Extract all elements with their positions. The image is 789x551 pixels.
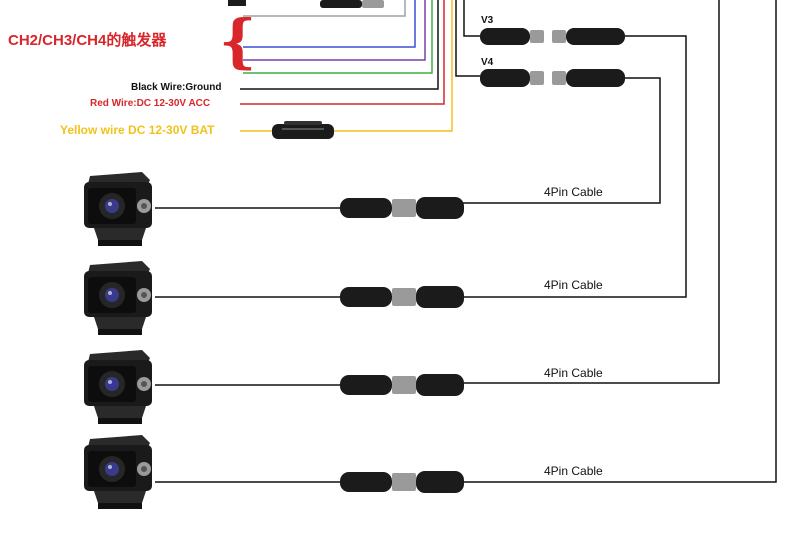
cable-label-2: 4Pin Cable bbox=[544, 278, 603, 292]
camera-1 bbox=[84, 172, 152, 246]
trigger-label: CH2/CH3/CH4的触发器 bbox=[8, 32, 167, 49]
trigger-wire-blue bbox=[243, 0, 416, 48]
channel-label-v4: V4 bbox=[481, 57, 494, 68]
yellow-wire-label: Yellow wire DC 12-30V BAT bbox=[60, 123, 215, 137]
top-connector bbox=[228, 0, 384, 8]
trigger-brace: { bbox=[219, 7, 257, 75]
camera-row-2 bbox=[155, 286, 464, 308]
v4-connector bbox=[480, 69, 625, 87]
trigger-wire-gray bbox=[243, 0, 406, 17]
camera-3 bbox=[84, 350, 152, 424]
camera-row-1 bbox=[155, 197, 464, 219]
red-wire-label: Red Wire:DC 12-30V ACC bbox=[90, 98, 211, 109]
trigger-wires bbox=[240, 0, 453, 132]
acc-wire bbox=[240, 0, 445, 105]
camera-4 bbox=[84, 435, 152, 509]
bat-wire-right bbox=[333, 0, 453, 132]
ground-wire bbox=[240, 0, 439, 90]
trigger-wire-green bbox=[243, 0, 433, 74]
channel-label-v3: V3 bbox=[481, 15, 494, 26]
v3-connector bbox=[480, 28, 625, 45]
camera-row-4 bbox=[155, 471, 464, 493]
cable-label-1: 4Pin Cable bbox=[544, 185, 603, 199]
channel-wires bbox=[455, 0, 777, 483]
fuse-holder bbox=[272, 121, 334, 139]
cable-label-4: 4Pin Cable bbox=[544, 464, 603, 478]
trigger-wire-purple bbox=[243, 0, 426, 61]
cable-label-3: 4Pin Cable bbox=[544, 366, 603, 380]
camera-2 bbox=[84, 261, 152, 335]
black-wire-label: Black Wire:Ground bbox=[131, 82, 222, 93]
camera-row-3 bbox=[155, 374, 464, 396]
